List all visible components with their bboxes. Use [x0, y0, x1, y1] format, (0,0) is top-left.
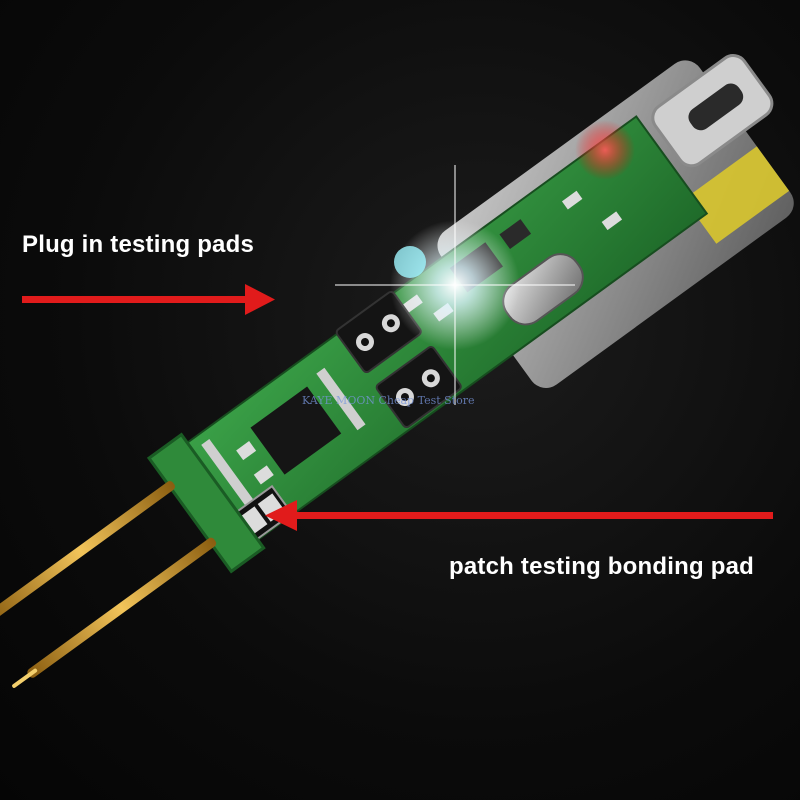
- front-chip: [250, 386, 342, 475]
- patch-testing-bonding-pad-label: patch testing bonding pad: [449, 553, 754, 580]
- battery-tab: [684, 146, 790, 244]
- plug-in-testing-pads-label: Plug in testing pads: [22, 231, 255, 258]
- arrow-patch-pad: [265, 500, 773, 531]
- gold-probe-pins: [0, 481, 217, 688]
- red-led-glow: [575, 120, 635, 180]
- front-cap: [146, 432, 266, 574]
- arrow-plug-pads: [22, 284, 275, 315]
- store-watermark: KAYE MOON Cheap Test Store: [302, 394, 475, 407]
